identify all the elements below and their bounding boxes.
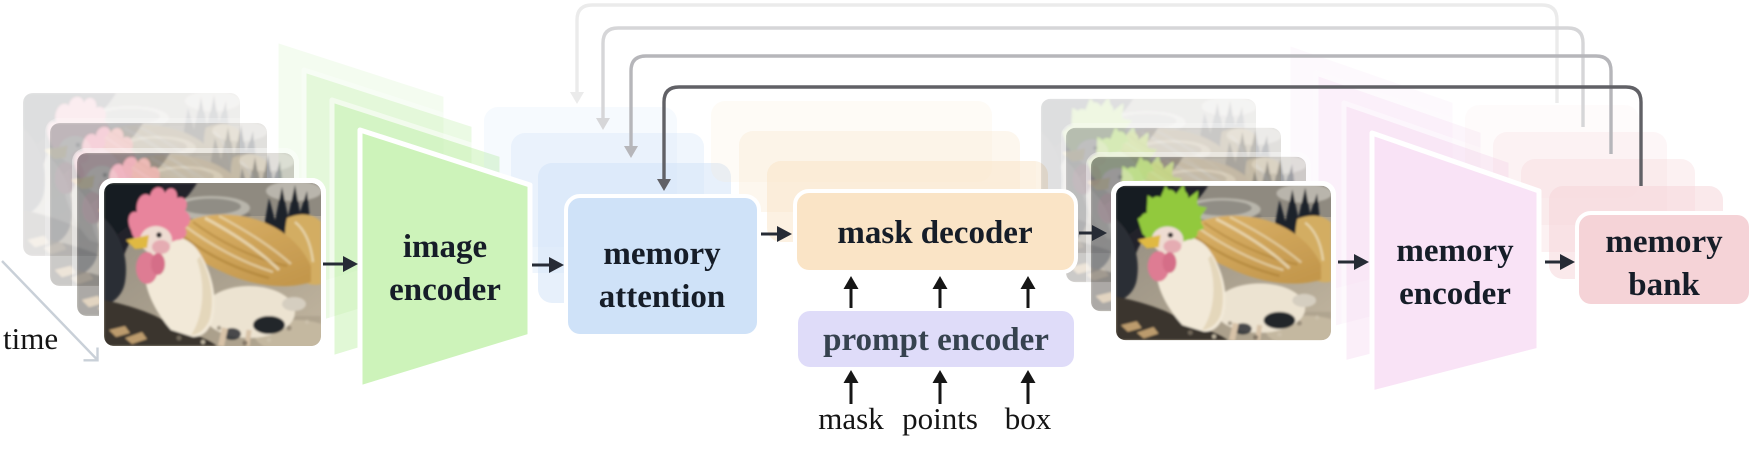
svg-text:prompt encoder: prompt encoder [823, 322, 1049, 358]
svg-text:encoder: encoder [389, 272, 501, 308]
svg-text:box: box [1005, 401, 1052, 436]
svg-text:attention: attention [599, 279, 726, 315]
svg-text:time: time [3, 321, 58, 356]
svg-text:memory: memory [1605, 224, 1723, 260]
svg-text:points: points [902, 401, 978, 436]
svg-text:memory: memory [603, 236, 721, 272]
svg-text:bank: bank [1628, 267, 1700, 303]
svg-text:image: image [403, 229, 487, 265]
svg-text:mask: mask [818, 401, 884, 436]
svg-text:mask decoder: mask decoder [837, 215, 1032, 251]
svg-text:memory: memory [1396, 233, 1514, 269]
svg-text:encoder: encoder [1399, 276, 1511, 312]
